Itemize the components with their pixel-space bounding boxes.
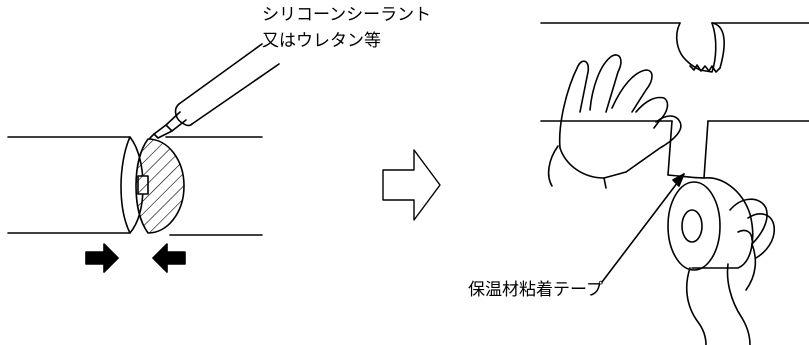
- left-pipe-joint: [8, 44, 279, 272]
- sealant-label-line1: シリコーンシーラント: [262, 5, 432, 25]
- tape-strip: [668, 121, 708, 178]
- tape-leader-arrow: [673, 174, 684, 186]
- hand-icon: [549, 55, 681, 188]
- sealant-nozzle-icon: [150, 44, 279, 138]
- right-pipe: [166, 137, 262, 235]
- tape-band-top: [677, 23, 716, 72]
- right-tape-wrapping: [541, 23, 809, 345]
- tape-torn-edge: [690, 65, 720, 72]
- left-pipe: [8, 137, 130, 233]
- tape-roll-icon: [668, 175, 753, 270]
- arrow-left-icon: [153, 244, 185, 272]
- sealant-disk: [136, 139, 184, 233]
- hollow-arrow-right-icon: [383, 150, 440, 220]
- tape-label: 保温材粘着テープ: [468, 280, 603, 300]
- tape-leader-line: [602, 174, 684, 282]
- arrow-right-icon: [86, 244, 118, 272]
- hand-icon-roll: [687, 199, 775, 345]
- insulated-pipe: [541, 23, 809, 121]
- sealant-label-line2: 又はウレタン等: [262, 31, 381, 51]
